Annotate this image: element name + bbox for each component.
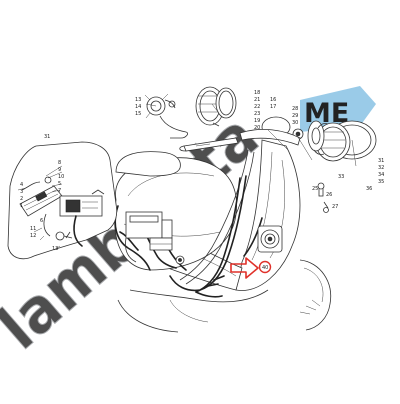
callout-16: 16 [270,97,276,103]
callout-22: 22 [254,104,260,110]
highlight-annotation: 40 [230,257,272,279]
inset-callout-7: 7 [58,188,61,194]
callout-14: 14 [135,104,141,110]
callout-36: 36 [366,186,372,192]
scooter-body [114,139,332,333]
inset-callout-9: 9 [58,167,61,173]
callout-17: 17 [270,104,276,110]
callout-34: 34 [378,172,384,178]
electrical-box [125,211,185,265]
inset-leader-lines [17,103,357,251]
callout-13: 13 [135,97,141,103]
inset-callout-5: 5 [58,181,61,187]
inset-callout-8: 8 [58,160,61,166]
red-circle-indicator [258,260,272,274]
callout-32: 32 [378,165,384,171]
callout-35: 35 [378,179,384,185]
callout-33: 33 [338,174,344,180]
callout-21: 21 [254,97,260,103]
inset-callout-4: 4 [20,182,23,188]
callout-23: 23 [254,111,260,117]
callout-27: 27 [332,204,338,210]
wire-loop [159,115,189,139]
inset-callout-10: 10 [58,174,64,180]
inset-callout-3: 3 [20,189,23,195]
callout-15: 15 [135,111,141,117]
callout-28: 28 [292,106,298,112]
callout-inset-31: 31 [44,134,50,140]
inset-callout-13: 13 [52,246,58,252]
red-arrow-indicator [230,257,259,279]
switch-assembly [19,176,105,247]
steering-column [179,116,301,152]
callout-numbers: 13 14 15 18 21 22 23 19 20 16 17 28 29 3… [20,90,384,252]
callout-30: 30 [292,120,298,126]
inset-callout-2: 2 [20,196,23,202]
inset-callout-12: 12 [30,233,36,239]
lamp-holder-part [144,93,176,119]
headlamp-rim-part [195,86,237,127]
callout-20: 20 [254,125,260,131]
callout-25: 25 [312,186,318,192]
small-bolts [317,182,329,213]
inset-callout-6: 6 [40,218,43,224]
callout-31: 31 [378,158,384,164]
callout-19: 19 [254,118,260,124]
inset-callout-1: 1 [20,203,23,209]
callout-26: 26 [326,192,332,198]
horn-part [257,225,283,253]
callout-18: 18 [254,90,260,96]
callout-40: 40 [262,265,268,271]
inset-callout-11: 11 [30,226,36,232]
callout-29: 29 [292,113,298,119]
